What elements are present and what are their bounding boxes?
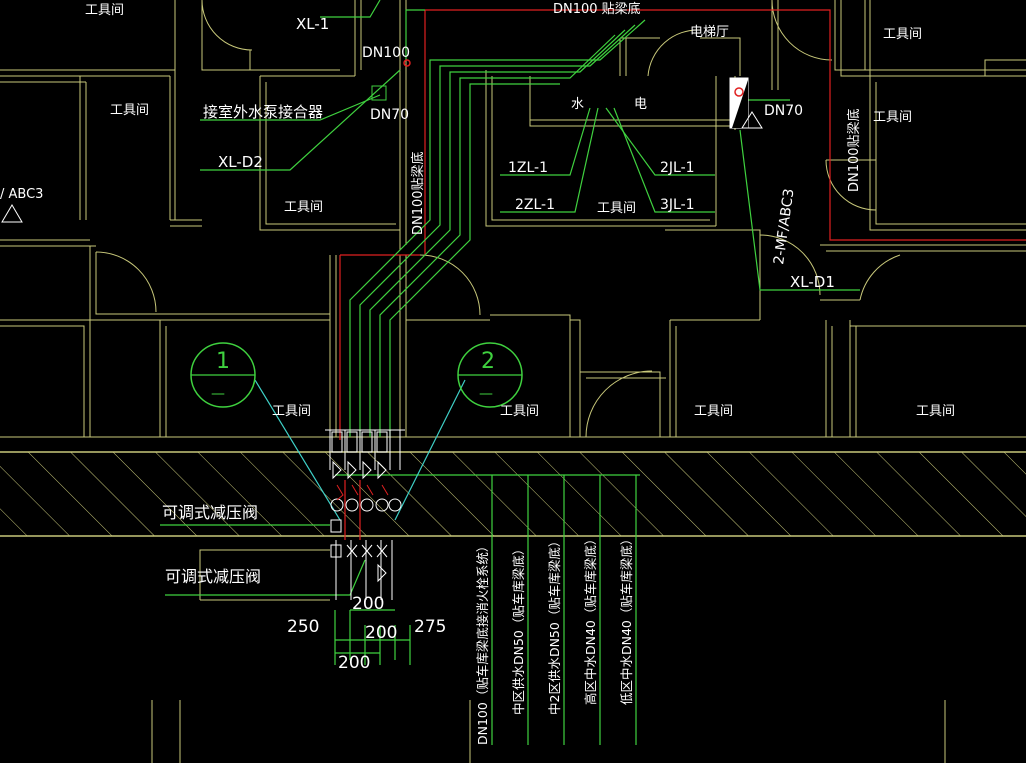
green-pipes — [160, 0, 860, 745]
label-dn100-top: DN100 贴梁底 — [553, 1, 641, 17]
label-mf-abc3: 2-MF/ABC3 — [771, 188, 797, 266]
pipe-note: DN100（贴车库梁底接消火栓系统） — [475, 540, 490, 745]
callout-number-2: 2 — [481, 349, 495, 374]
room-label-elevator: 电梯厅 — [690, 25, 729, 40]
label-1zl1: 1ZL-1 — [508, 160, 548, 176]
room-label: 工具间 — [916, 404, 955, 419]
label-dn100-vertical-right: DN100贴梁底 — [846, 108, 862, 192]
label-xl1: XL-1 — [296, 15, 329, 33]
label-xld2: XL-D2 — [218, 153, 263, 171]
label-connector: 接室外水泵接合器 — [203, 103, 323, 121]
callout-circle-2 — [457, 342, 523, 408]
room-label-water: 水 — [571, 97, 584, 112]
pipe-note: 中2区供水DN50（贴车库梁底） — [547, 535, 562, 715]
label-dn100: DN100 — [362, 45, 410, 61]
label-xld1: XL-D1 — [790, 273, 835, 291]
dim-200-mid: 200 — [365, 623, 397, 643]
pipe-note: 中区供水DN50（贴车库梁底） — [511, 543, 526, 715]
room-label: 工具间 — [85, 3, 124, 18]
room-label: 工具间 — [272, 404, 311, 419]
room-label: 工具间 — [110, 103, 149, 118]
label-prv-1: 可调式减压阀 — [162, 503, 258, 522]
label-dn70-right: DN70 — [764, 103, 803, 119]
room-label: 工具间 — [883, 27, 922, 42]
label-2jl1: 2JL-1 — [660, 160, 695, 176]
callout-dash-1: — — [211, 386, 225, 402]
connector-icon — [371, 85, 387, 101]
corridor-slab — [0, 436, 1026, 537]
label-dn70: DN70 — [370, 107, 409, 123]
callout-number-1: 1 — [216, 349, 230, 374]
room-label: 工具间 — [873, 110, 912, 125]
callout-circle-1 — [190, 342, 256, 408]
pipe-note: 低区中水DN40（贴车库梁底） — [619, 533, 634, 705]
callout-dash-2: — — [479, 386, 493, 402]
room-label: 工具间 — [694, 404, 733, 419]
dim-200-top: 200 — [352, 594, 384, 614]
room-label: 工具间 — [597, 201, 636, 216]
label-2zl1: 2ZL-1 — [515, 197, 555, 213]
valve-cluster — [325, 429, 405, 600]
room-label: 工具间 — [284, 200, 323, 215]
pipe-note: 高区中水DN40（贴车库梁底） — [583, 533, 598, 705]
label-prv-2: 可调式减压阀 — [165, 567, 261, 586]
label-dn100-vertical: DN100贴梁底 — [410, 151, 426, 235]
red-pipes — [339, 9, 1026, 540]
valve-cluster-red — [336, 484, 389, 501]
valve-marker-icon — [403, 59, 411, 67]
room-label-electric: 电 — [634, 97, 647, 112]
cyan-leaders — [254, 379, 466, 521]
dim-275: 275 — [414, 617, 446, 637]
label-abc3: / ABC3 — [0, 187, 43, 202]
extinguisher-icon — [1, 77, 763, 223]
dim-200-bottom: 200 — [338, 653, 370, 673]
label-3jl1: 3JL-1 — [660, 197, 695, 213]
room-label: 工具间 — [500, 404, 539, 419]
dim-250: 250 — [287, 617, 319, 637]
